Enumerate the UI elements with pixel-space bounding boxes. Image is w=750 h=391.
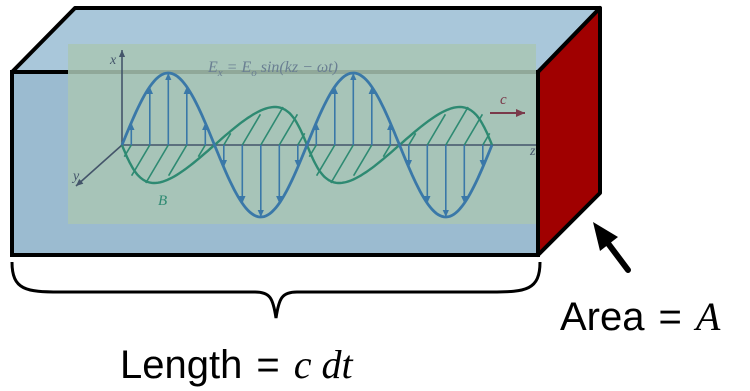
axis-z-label: z: [529, 144, 536, 159]
b-field-arrow: [241, 113, 262, 146]
b-field-arrow: [408, 132, 417, 146]
b-field-arrow: [145, 144, 169, 184]
length-label: Length = c dt: [120, 342, 353, 387]
c-label: c: [500, 92, 507, 108]
length-brace: [10, 261, 542, 319]
axis-x-label: x: [109, 53, 117, 68]
area-pointer-head: [593, 222, 618, 251]
b-field-arrow: [352, 144, 373, 177]
wave-axes: [75, 50, 536, 187]
wave-equation: Ex = Eo sin(kz − ωt): [207, 59, 338, 79]
b-field-arrow: [330, 144, 354, 184]
b-field-arrow: [445, 106, 469, 146]
b-field-arrow: [223, 132, 232, 146]
e-field-arrows: [128, 73, 486, 217]
axis-y-label: y: [71, 169, 80, 184]
b-field-arrow: [260, 106, 284, 146]
b-field-arrow: [382, 144, 391, 158]
box-end-face: [536, 6, 602, 257]
e-field-curve: [120, 71, 494, 219]
area-label: Area = A: [560, 294, 721, 339]
b-field-arrow: [426, 113, 447, 146]
b-field-label: B: [158, 193, 167, 209]
b-field-arrow: [167, 144, 188, 177]
b-field-arrow: [197, 144, 206, 158]
